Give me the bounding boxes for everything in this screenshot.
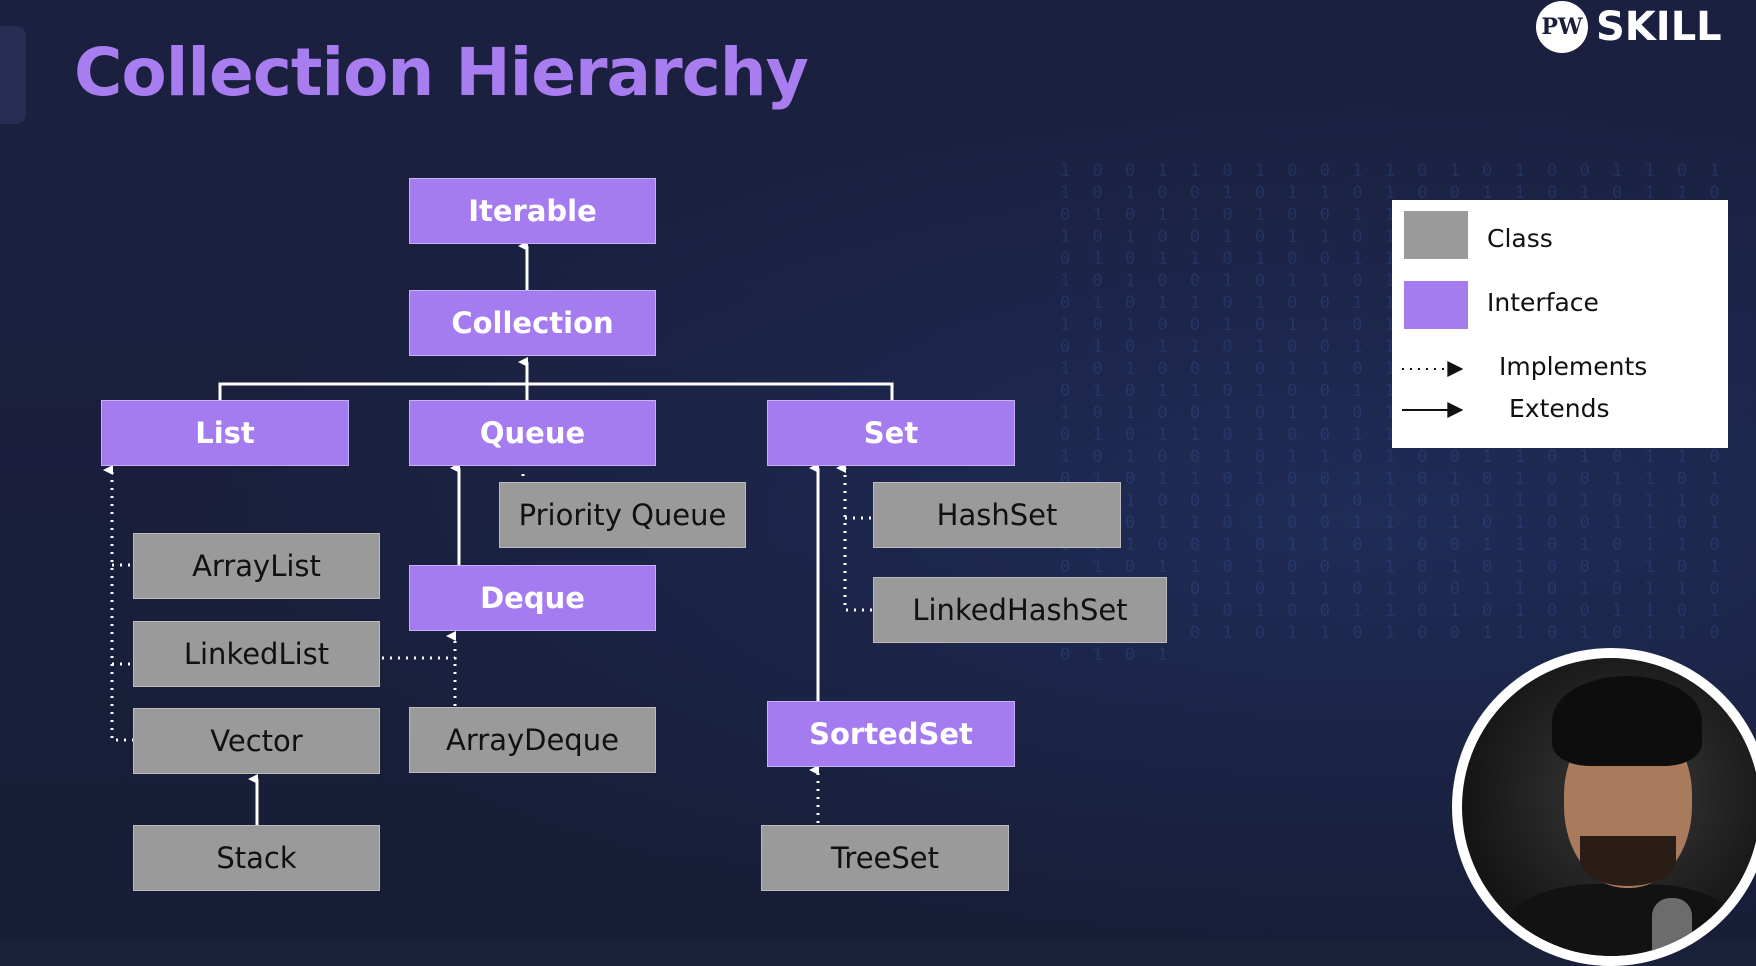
brand-logo: PW SKILL: [1536, 0, 1722, 54]
legend: Class Interface Implements Extends: [1392, 200, 1728, 448]
legend-interface-label: Interface: [1487, 288, 1599, 317]
presenter-webcam: [1452, 648, 1756, 966]
presenter-body: [1502, 884, 1742, 956]
pw-logo-icon: PW: [1536, 1, 1588, 53]
node-linkedhashset: LinkedHashSet: [873, 577, 1167, 643]
legend-class-label: Class: [1487, 224, 1553, 253]
node-deque: Deque: [409, 565, 656, 631]
node-linkedlist: LinkedList: [133, 621, 380, 687]
node-vector: Vector: [133, 708, 380, 774]
node-sortedset: SortedSet: [767, 701, 1015, 767]
presenter-hair: [1552, 676, 1702, 766]
node-arraydeque: ArrayDeque: [409, 707, 656, 773]
edge-linkedhashset-set: [836, 463, 872, 612]
brand-text: SKILL: [1596, 4, 1722, 50]
node-iterable: Iterable: [409, 178, 656, 244]
side-tab: [0, 26, 26, 124]
connector-layer: [103, 241, 894, 826]
node-treeset: TreeSet: [761, 825, 1009, 891]
edge-vector-list: [103, 465, 134, 742]
legend-class-swatch: [1404, 211, 1468, 259]
legend-arrows: [1402, 361, 1464, 418]
node-set: Set: [767, 400, 1015, 466]
node-arraylist: ArrayList: [133, 533, 380, 599]
node-hashset: HashSet: [873, 482, 1121, 548]
node-collection: Collection: [409, 290, 656, 356]
microphone-icon: [1652, 898, 1692, 956]
legend-interface-swatch: [1404, 281, 1468, 329]
presenter-video: [1462, 658, 1756, 956]
legend-implements-label: Implements: [1499, 352, 1648, 381]
node-stack: Stack: [133, 825, 380, 891]
page-title: Collection Hierarchy: [74, 34, 809, 111]
presenter-beard: [1580, 836, 1676, 886]
edge-list-set-collection: [218, 382, 894, 402]
legend-extends-label: Extends: [1509, 394, 1610, 423]
edge-linkedlist-deque: [382, 631, 457, 660]
node-queue: Queue: [409, 400, 656, 466]
node-list: List: [101, 400, 349, 466]
node-priority-queue: Priority Queue: [499, 482, 746, 548]
